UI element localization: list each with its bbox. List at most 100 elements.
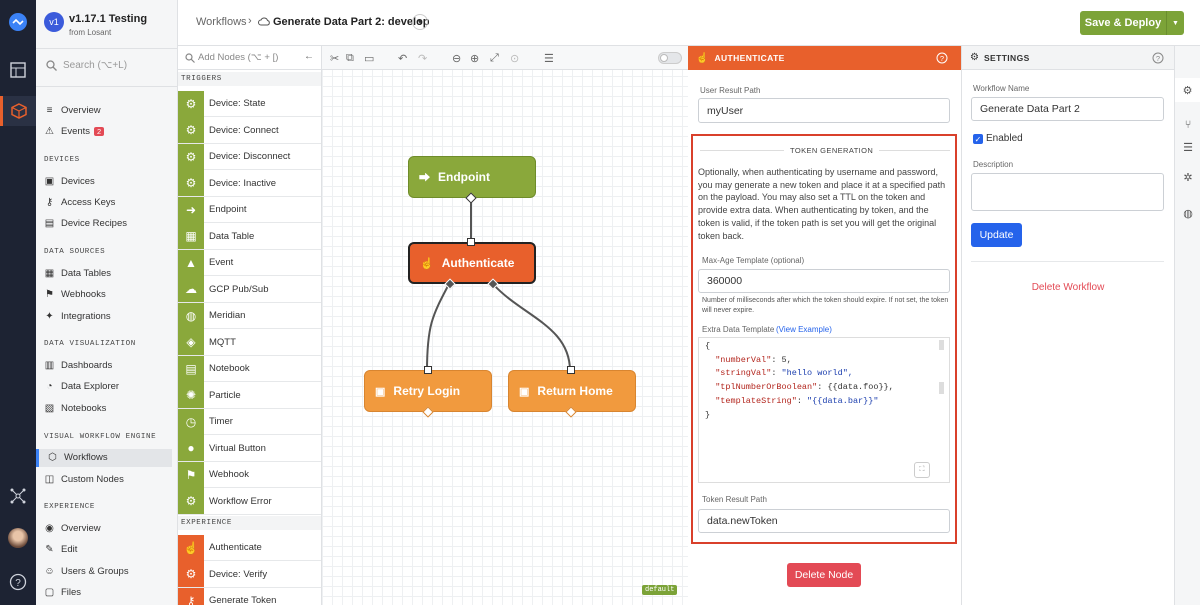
workflow-name-input[interactable]: Generate Data Part 2 — [971, 97, 1164, 121]
code-line: } — [705, 409, 711, 420]
application-tab[interactable] — [0, 96, 36, 126]
palette-node-particle[interactable]: ✺Particle — [178, 382, 321, 409]
return-home-node[interactable]: ▣ Return Home — [508, 370, 636, 412]
sidebar-item-data-tables[interactable]: ▦Data Tables — [44, 264, 172, 282]
palette-node-device-state[interactable]: ⚙Device: State — [178, 90, 321, 117]
retry-input-port[interactable] — [424, 366, 432, 374]
code-line: "numberVal": 5, — [715, 354, 792, 365]
branch-tab-icon[interactable]: ⑂ — [1184, 119, 1192, 131]
node-type-icon: ☝ — [178, 534, 204, 561]
node-type-icon: ⚙ — [178, 170, 204, 196]
help-icon[interactable]: ? — [6, 570, 30, 594]
palette-node-device-disconnect[interactable]: ⚙Device: Disconnect — [178, 143, 321, 170]
maxage-input[interactable]: 360000 — [698, 269, 950, 293]
palette-node-device-connect[interactable]: ⚙Device: Connect — [178, 117, 321, 144]
cut-icon[interactable]: ✂ — [330, 53, 340, 65]
paste-icon[interactable]: ▭ — [364, 53, 375, 65]
app-title[interactable]: v1.17.1 Testing — [69, 13, 148, 25]
workflow-canvas[interactable]: ⮕ Endpoint ☝ Authenticate ▣ Retry Login … — [322, 46, 688, 605]
comment-icon[interactable]: ☰ — [544, 53, 554, 65]
sidebar-item-icon: ⚑ — [45, 289, 54, 301]
palette-search[interactable]: Add Nodes (⌥ + [) ← — [178, 46, 321, 70]
sidebar-search[interactable]: Search (⌥+L) — [46, 60, 127, 71]
storage-tab-icon[interactable]: ☰ — [1183, 141, 1193, 154]
zoom-out-icon[interactable]: ⊖ — [452, 53, 462, 65]
palette-node-gcp-pub-sub[interactable]: ☁GCP Pub/Sub — [178, 276, 321, 303]
sidebar-item-custom-nodes[interactable]: ◫Custom Nodes — [44, 470, 172, 488]
sidebar-item-access-keys[interactable]: ⚷Access Keys — [44, 193, 172, 211]
extra-data-editor[interactable]: { "numberVal": 5, "stringVal": "hello wo… — [698, 337, 950, 483]
palette-node-virtual-button[interactable]: ●Virtual Button — [178, 435, 321, 462]
palette-node-mqtt[interactable]: ◈MQTT — [178, 329, 321, 356]
authenticate-input-port[interactable] — [467, 238, 475, 246]
node-type-icon: ◈ — [178, 329, 204, 355]
sidebar-item-webhooks[interactable]: ⚑Webhooks — [44, 286, 172, 304]
sidebar-item-icon: ⚠ — [45, 126, 54, 137]
breadcrumb-workflows[interactable]: Workflows — [196, 16, 247, 28]
sidebar-item-label: Workflows — [64, 452, 108, 464]
sidebar-item-device-recipes[interactable]: ▤Device Recipes — [44, 215, 172, 233]
user-result-input[interactable]: myUser — [698, 98, 950, 123]
enabled-checkbox[interactable]: ✓ — [973, 134, 983, 144]
palette-node-notebook[interactable]: ▤Notebook — [178, 355, 321, 382]
expand-editor-icon[interactable]: ⛶ — [914, 462, 930, 478]
sidebar-item-users-groups[interactable]: ☺Users & Groups — [44, 562, 172, 580]
delete-workflow-link[interactable]: Delete Workflow — [1031, 282, 1105, 293]
right-tab-bar: ⚙ ⑂ ☰ ✲ ◍ — [1174, 46, 1200, 605]
palette-section-experience: EXPERIENCE — [178, 516, 321, 530]
deploy-dropdown-icon[interactable]: ▼ — [1166, 11, 1184, 35]
delete-node-button[interactable]: Delete Node — [787, 563, 861, 587]
palette-node-data-table[interactable]: ▦Data Table — [178, 223, 321, 250]
palette-node-timer[interactable]: ◷Timer — [178, 408, 321, 435]
palette-node-authenticate[interactable]: ☝Authenticate — [178, 534, 321, 561]
help-icon[interactable]: ? — [936, 52, 948, 64]
copy-icon[interactable]: ⧉ — [346, 52, 354, 64]
palette-node-endpoint[interactable]: ➜Endpoint — [178, 196, 321, 223]
sidebar-item-notebooks[interactable]: ▧Notebooks — [44, 399, 172, 417]
dashboard-icon[interactable] — [6, 58, 30, 82]
sidebar-item-devices[interactable]: ▣Devices — [44, 172, 172, 190]
debug-tab-icon[interactable]: ✲ — [1183, 171, 1193, 184]
endpoint-node[interactable]: ⮕ Endpoint — [408, 156, 536, 198]
redo-icon[interactable]: ↷ — [418, 53, 428, 65]
fit-screen-icon[interactable]: ⤢ — [490, 52, 499, 64]
sidebar-item-integrations[interactable]: ✦Integrations — [44, 307, 172, 325]
losant-logo-icon[interactable] — [6, 10, 30, 34]
sidebar-item-dashboards[interactable]: ▥Dashboards — [44, 356, 172, 374]
view-example-link[interactable]: (View Example) — [776, 325, 832, 334]
zoom-reset-icon[interactable]: ⊙ — [510, 53, 520, 65]
sidebar-item-edit[interactable]: ✎Edit — [44, 541, 172, 559]
palette-node-workflow-error[interactable]: ⚙Workflow Error — [178, 488, 321, 515]
sidebar-item-overview[interactable]: ≡Overview — [44, 101, 172, 119]
canvas-toggle[interactable] — [658, 52, 682, 64]
return-input-port[interactable] — [567, 366, 575, 374]
description-textarea[interactable] — [971, 173, 1164, 211]
retry-login-node[interactable]: ▣ Retry Login — [364, 370, 492, 412]
palette-node-webhook[interactable]: ⚑Webhook — [178, 461, 321, 488]
sidebar-item-workflows[interactable]: ⬡Workflows — [36, 448, 172, 467]
search-icon — [185, 53, 195, 63]
connections-icon[interactable] — [6, 484, 30, 508]
version-dropdown-button[interactable]: ▼ — [412, 14, 428, 30]
help-icon[interactable]: ? — [1152, 52, 1164, 64]
settings-tab-gear-icon[interactable]: ⚙ — [1175, 78, 1200, 102]
palette-node-device-verify[interactable]: ⚙Device: Verify — [178, 561, 321, 588]
update-button[interactable]: Update — [971, 223, 1022, 247]
undo-icon[interactable]: ↶ — [398, 53, 408, 65]
sidebar-item-data-explorer[interactable]: ◔Data Explorer — [44, 378, 172, 396]
zoom-in-icon[interactable]: ⊕ — [470, 53, 480, 65]
token-result-input[interactable]: data.newToken — [698, 509, 950, 533]
palette-node-label: Notebook — [209, 363, 250, 374]
sidebar-item-files[interactable]: ▢Files — [44, 584, 172, 602]
palette-node-generate-token[interactable]: ⚷Generate Token — [178, 587, 321, 605]
authenticate-node[interactable]: ☝ Authenticate — [408, 242, 536, 284]
palette-node-meridian[interactable]: ◍Meridian — [178, 302, 321, 329]
sidebar-item-overview[interactable]: ◉Overview — [44, 519, 172, 537]
avatar[interactable] — [6, 526, 30, 550]
collapse-arrow-icon[interactable]: ← — [304, 51, 314, 62]
save-deploy-button[interactable]: Save & Deploy ▼ — [1080, 11, 1184, 35]
palette-node-device-inactive[interactable]: ⚙Device: Inactive — [178, 170, 321, 197]
globe-tab-icon[interactable]: ◍ — [1183, 207, 1193, 220]
palette-node-event[interactable]: ▲Event — [178, 249, 321, 276]
